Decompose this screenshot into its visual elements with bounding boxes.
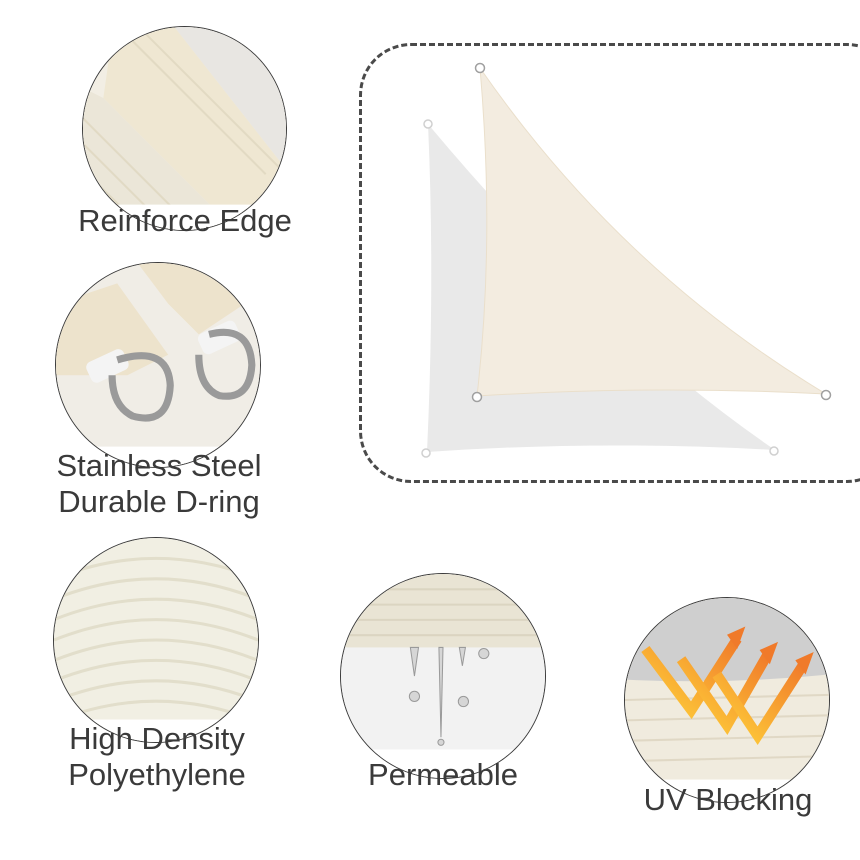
edge-closeup-image xyxy=(82,26,287,231)
product-frame xyxy=(359,43,860,483)
feature-label: Stainless Steel Durable D-ring xyxy=(56,448,262,519)
feature-label: Permeable xyxy=(368,757,518,792)
water-drops-closeup-image xyxy=(340,573,546,779)
feature-label: High Density Polyethylene xyxy=(68,721,246,792)
shade-sail-image xyxy=(421,62,832,458)
feature-label: Reinforce Edge xyxy=(78,203,292,238)
feature-label: UV Blocking xyxy=(643,782,813,817)
fabric-closeup-image xyxy=(53,537,259,743)
d-ring-closeup-image xyxy=(55,262,261,468)
uv-arrows-closeup-image xyxy=(624,597,830,803)
